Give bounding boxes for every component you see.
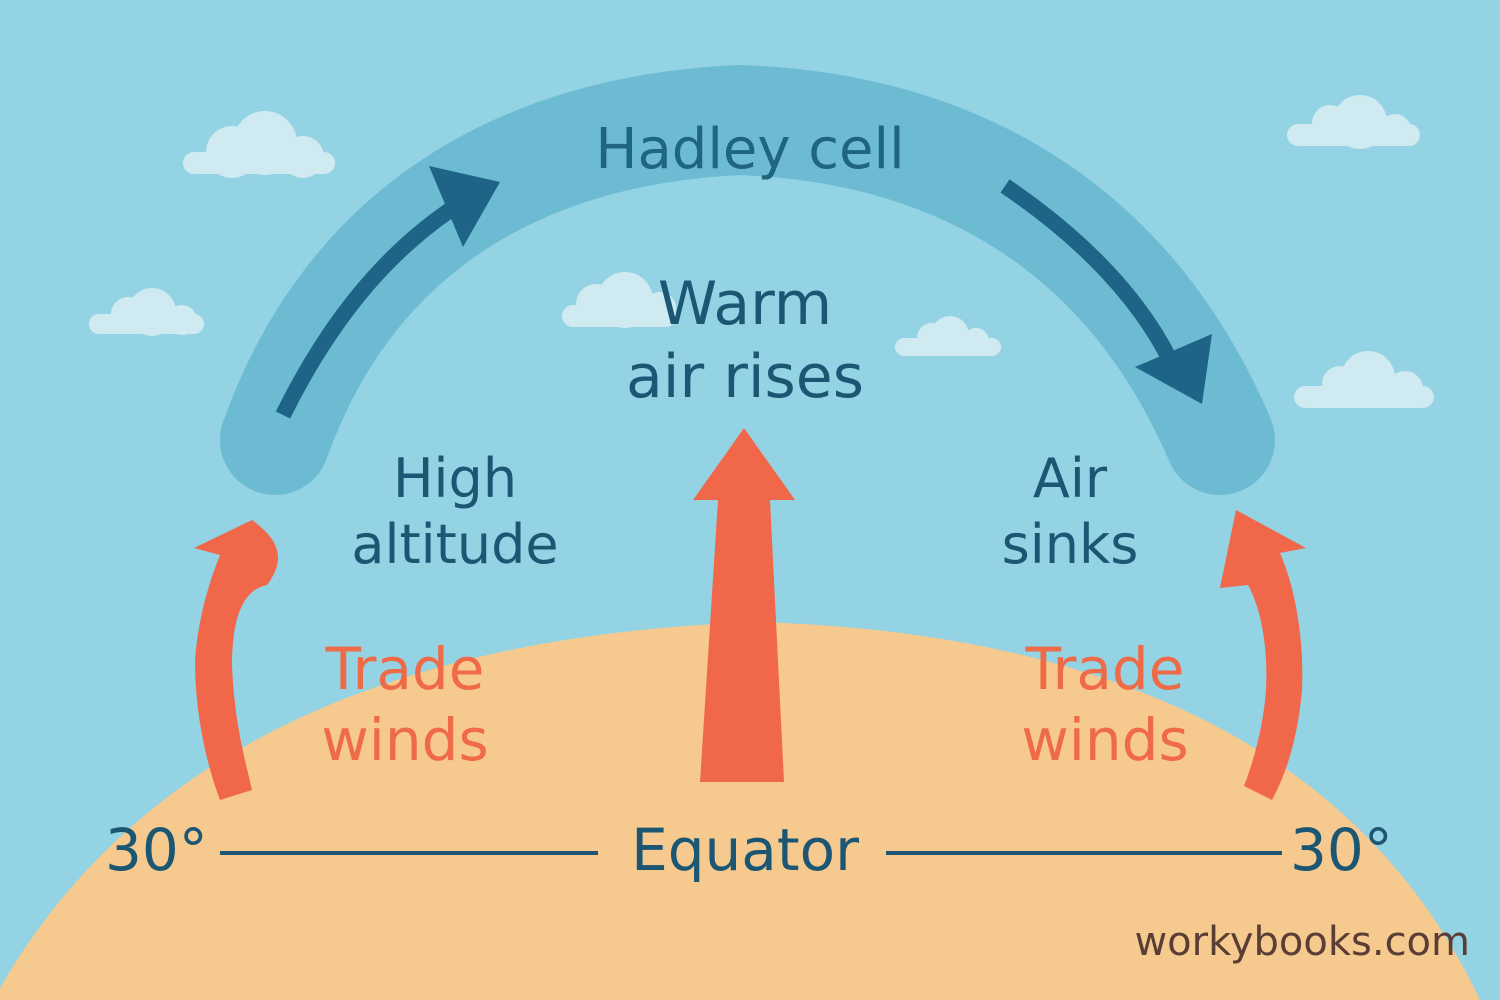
air-sinks-line-2: sinks xyxy=(1001,512,1139,576)
warm-air-rises-line-1: Warm xyxy=(657,269,833,339)
trade-wind-arrow-left-icon xyxy=(194,520,279,800)
rising-flow-arrow-icon xyxy=(275,166,500,419)
diagram-title: Hadley cell xyxy=(595,117,905,182)
sinking-flow-arrow-icon xyxy=(1000,179,1212,404)
trade-wind-arrow-right-icon xyxy=(1220,510,1306,800)
high-altitude-label: High altitude xyxy=(330,446,580,578)
cloud-icon xyxy=(89,288,204,336)
cloud-icon xyxy=(183,111,335,178)
cloud-icon xyxy=(562,272,677,328)
cloud-icon xyxy=(1287,95,1420,149)
latitude-right-label: 30° xyxy=(1290,816,1393,884)
trade-winds-right-line-1: Trade xyxy=(1025,635,1185,703)
trade-winds-right-label: Trade winds xyxy=(990,634,1220,776)
trade-winds-left-label: Trade winds xyxy=(290,634,520,776)
trade-winds-right-line-2: winds xyxy=(1021,705,1189,774)
warm-air-rises-label: Warm air rises xyxy=(560,268,930,414)
trade-winds-left-line-2: winds xyxy=(321,705,489,774)
site-credit: workybooks.com xyxy=(1134,919,1470,965)
earth-surface xyxy=(0,622,1480,1000)
equator-label: Equator xyxy=(631,816,859,884)
cloud-icon xyxy=(895,316,1001,356)
warm-air-rises-line-2: air rises xyxy=(626,342,864,413)
warm-air-rising-arrow-icon xyxy=(693,428,795,782)
air-sinks-label: Air sinks xyxy=(960,446,1180,578)
latitude-left-label: 30° xyxy=(105,816,208,884)
air-sinks-line-1: Air xyxy=(1032,447,1108,510)
trade-winds-left-line-1: Trade xyxy=(325,635,485,703)
cloud-icon xyxy=(1294,351,1434,408)
high-altitude-line-2: altitude xyxy=(351,512,559,576)
high-altitude-line-1: High xyxy=(392,447,518,510)
